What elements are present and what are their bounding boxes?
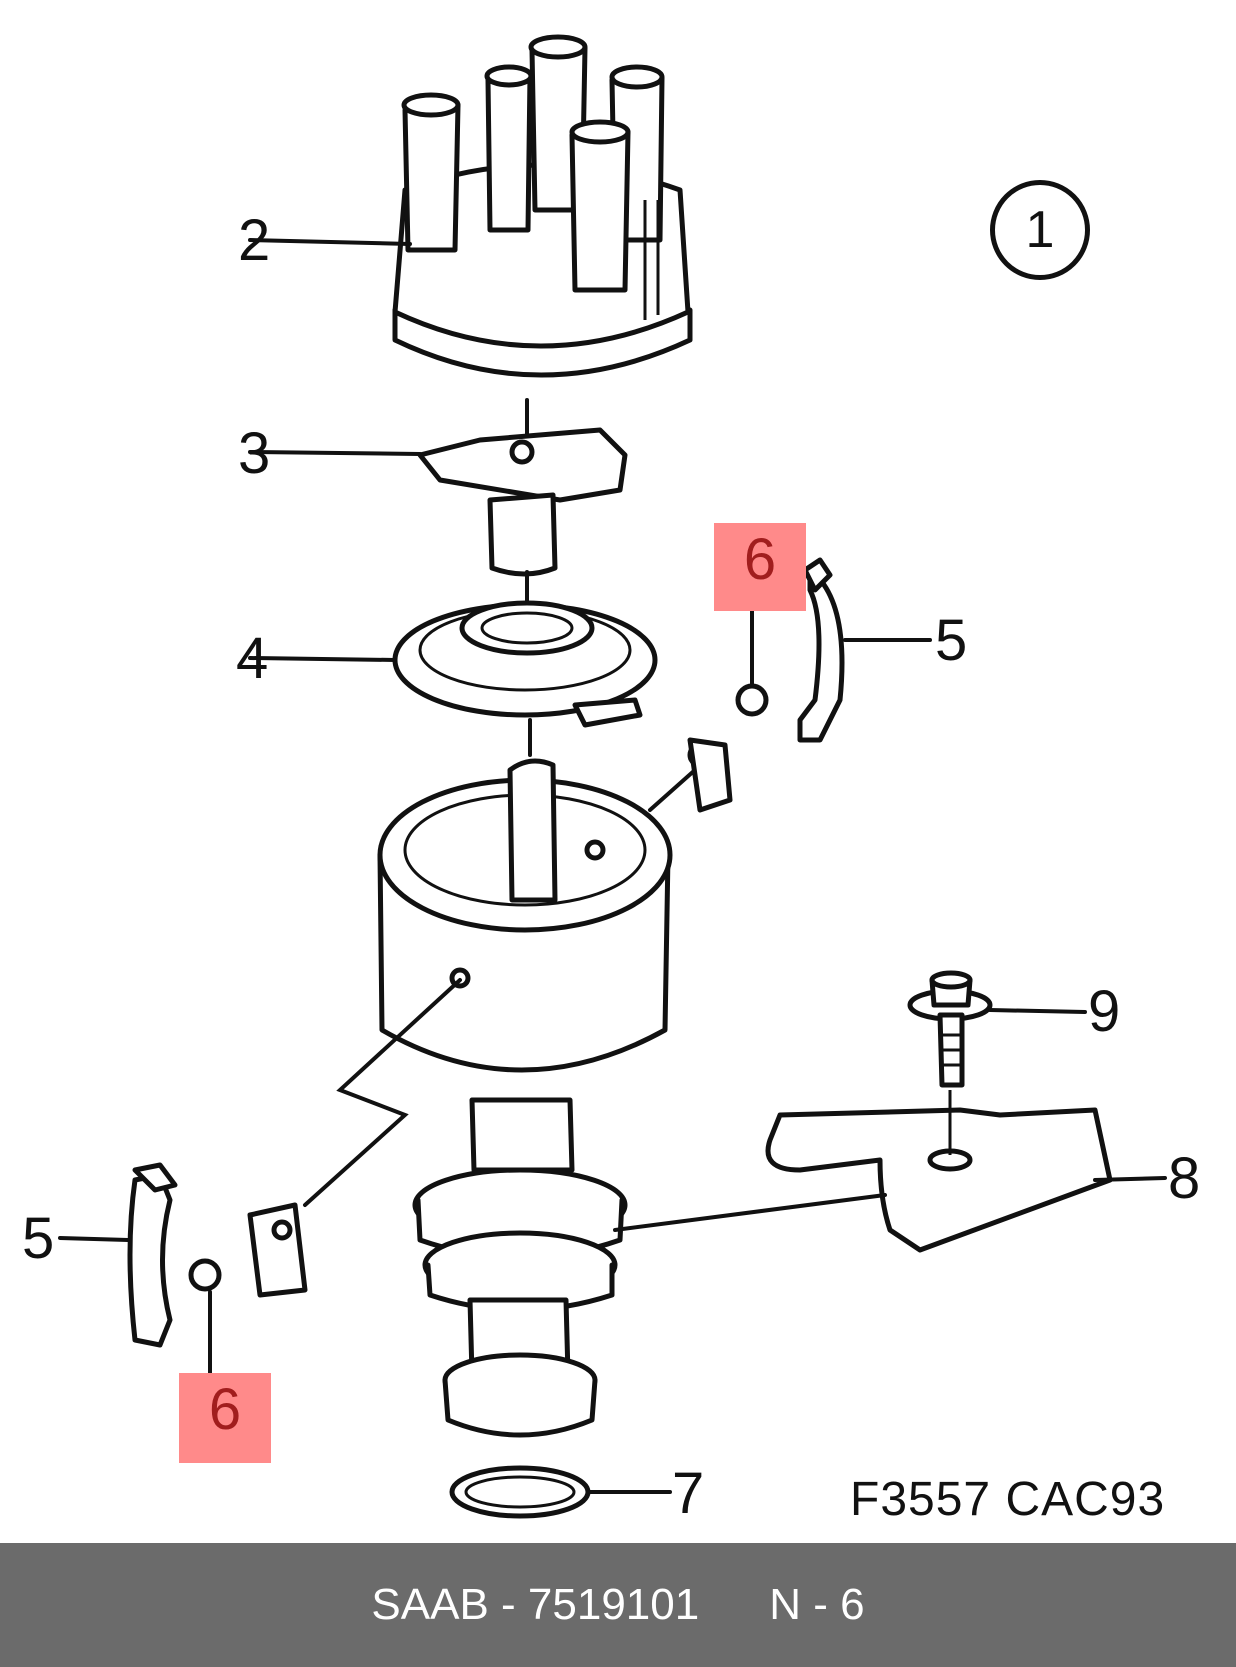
rotor-arm bbox=[417, 427, 628, 577]
leader-8 bbox=[1093, 1176, 1167, 1182]
leader-body-6b bbox=[303, 978, 462, 1207]
callout-2: 2 bbox=[238, 208, 271, 273]
o-ring bbox=[449, 1465, 591, 1519]
spring-right bbox=[687, 683, 769, 813]
group-marker: 1 bbox=[990, 180, 1090, 280]
leader-9 bbox=[988, 1008, 1087, 1014]
spring-left bbox=[188, 1202, 308, 1298]
dust-cover bbox=[392, 600, 658, 728]
callout-6-left-highlight: 6 bbox=[179, 1373, 271, 1463]
callout-6-right: 6 bbox=[743, 527, 777, 592]
figure-code: F3557 CAC93 bbox=[850, 1473, 1166, 1526]
exploded-diagram: 1 2 3 4 5 5 6 6 7 8 9 F3557 CAC93 bbox=[22, 34, 1201, 1526]
callout-3: 3 bbox=[238, 421, 271, 486]
footer-position: N - 6 bbox=[769, 1580, 865, 1629]
footer-bar: SAAB - 7519101 N - 6 bbox=[0, 1543, 1236, 1667]
diagram-drawing bbox=[58, 34, 1167, 1519]
leader-3 bbox=[248, 450, 422, 456]
leader-2 bbox=[248, 238, 412, 246]
callout-4: 4 bbox=[236, 626, 269, 691]
footer-part-number: SAAB - 7519101 bbox=[371, 1580, 700, 1629]
callout-9: 9 bbox=[1088, 979, 1121, 1044]
leader-4 bbox=[248, 656, 397, 662]
callout-6-left: 6 bbox=[208, 1377, 242, 1442]
callout-6-right-highlight: 6 bbox=[714, 523, 806, 611]
weight-right bbox=[797, 557, 845, 743]
clamp-plate bbox=[765, 1107, 1113, 1253]
distributor-cap bbox=[392, 34, 693, 378]
callout-8: 8 bbox=[1168, 1146, 1201, 1211]
leader-5b bbox=[58, 1236, 130, 1242]
callout-5-right: 5 bbox=[935, 608, 968, 673]
weight-left bbox=[127, 1162, 178, 1348]
bolt bbox=[907, 970, 993, 1155]
distributor-body bbox=[377, 758, 673, 1438]
callout-5-left: 5 bbox=[22, 1206, 55, 1271]
callout-7: 7 bbox=[672, 1461, 705, 1526]
